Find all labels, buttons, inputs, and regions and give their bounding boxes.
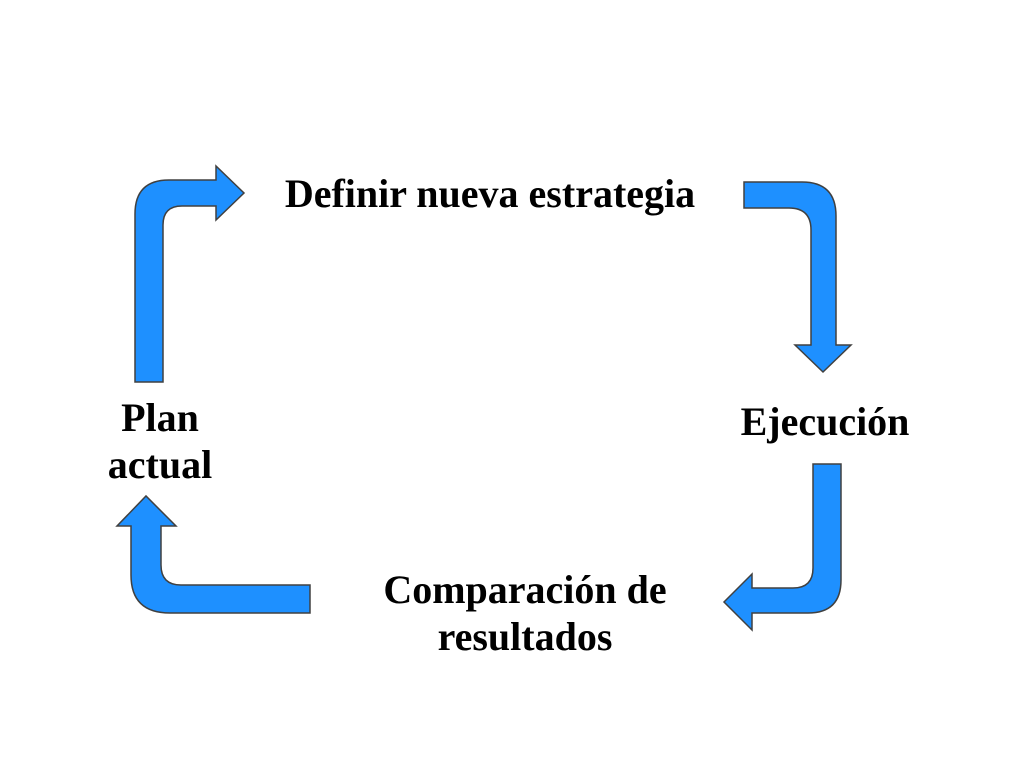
node-text-line: resultados xyxy=(437,614,613,660)
arrow-right-to-bottom xyxy=(722,463,842,632)
node-comparacion-de-resultados: Comparación de resultados xyxy=(320,566,730,660)
node-ejecucion: Ejecución xyxy=(715,398,935,445)
node-plan-actual: Plan actual xyxy=(60,394,260,488)
node-definir-nueva-estrategia: Definir nueva estrategia xyxy=(240,170,740,217)
node-text-line: Ejecución xyxy=(740,399,910,444)
node-text-line: actual xyxy=(107,442,213,488)
arrow-top-to-right xyxy=(743,181,853,374)
arrow-left-to-top xyxy=(134,164,246,383)
node-text-line: Definir nueva estrategia xyxy=(284,171,696,216)
arrow-bottom-to-left xyxy=(115,494,311,614)
node-text-line: Comparación de xyxy=(383,567,667,612)
node-text-line: Plan xyxy=(121,395,199,440)
